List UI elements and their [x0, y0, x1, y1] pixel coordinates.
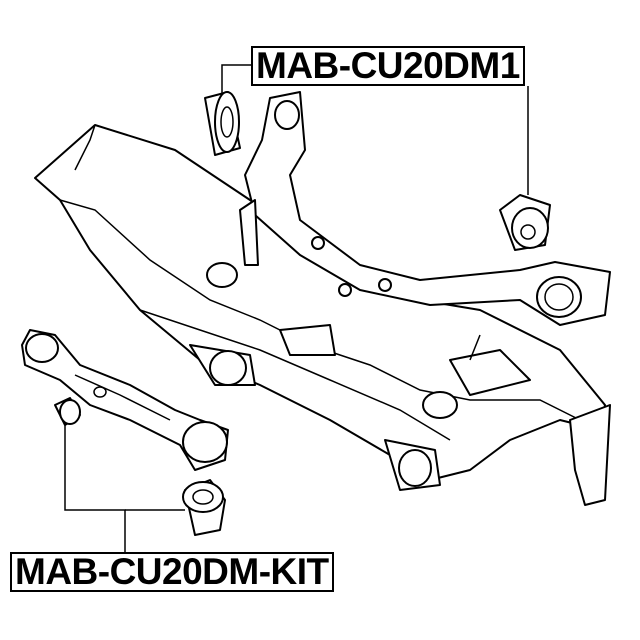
bushing-right	[499, 194, 551, 251]
bushing-small	[54, 397, 81, 426]
part-number-label-top: MAB-CU20DM1	[251, 46, 525, 86]
rear-subframe	[34, 124, 611, 506]
bushing-kit	[182, 479, 226, 536]
bushing-top	[204, 91, 241, 156]
part-number-label-kit: MAB-CU20DM-KIT	[10, 552, 334, 592]
leader-lines	[64, 64, 529, 552]
upper-control-arm	[239, 91, 611, 326]
lower-link-arm	[21, 329, 229, 471]
